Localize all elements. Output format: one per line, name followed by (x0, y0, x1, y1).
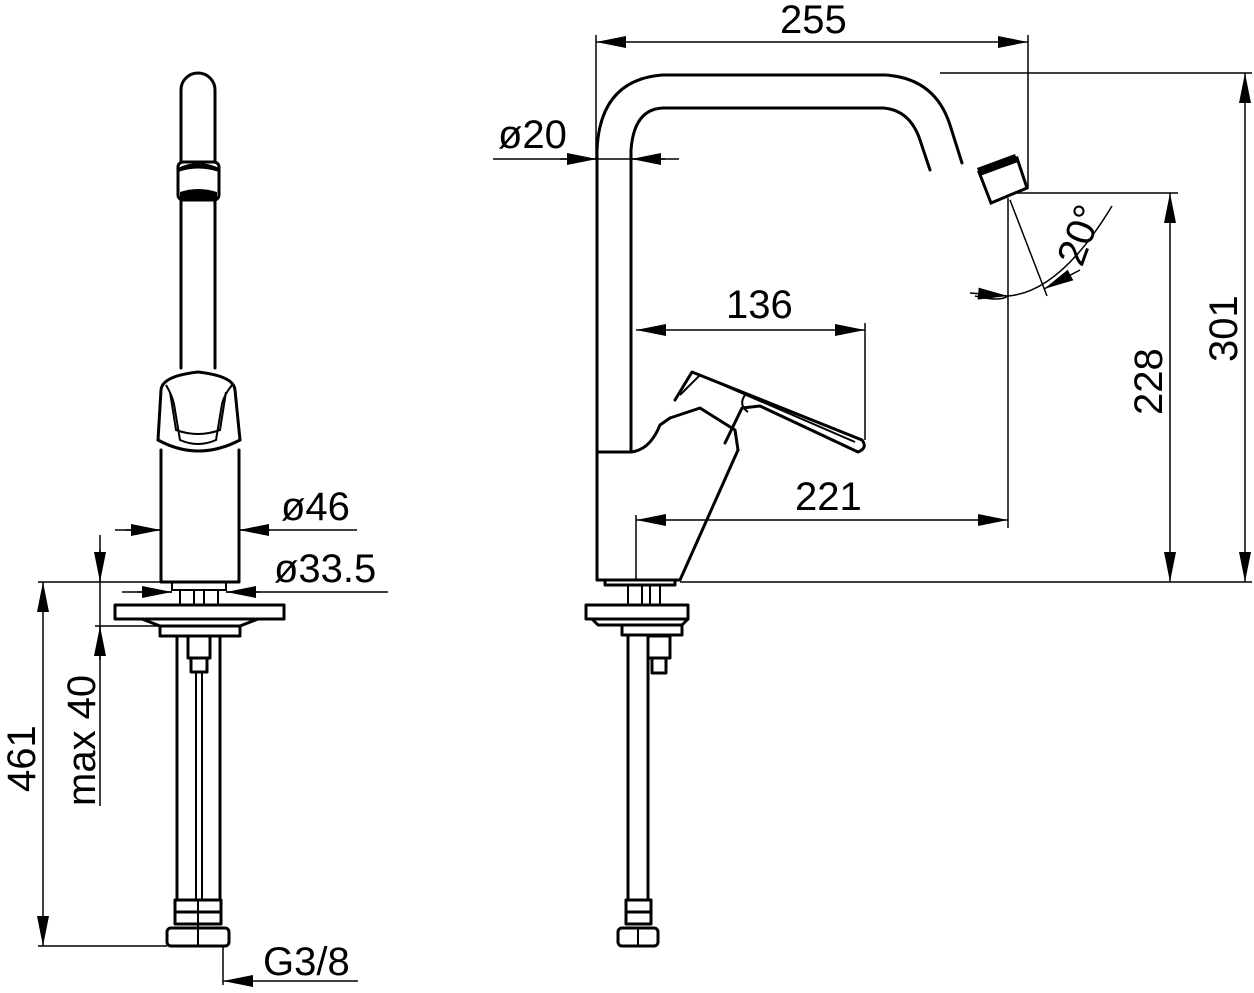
side-spout-tube (595, 73, 964, 457)
front-lever-handle (156, 370, 242, 453)
label-max-counter-thickness: max 40 (60, 675, 104, 806)
side-aerator (977, 154, 1029, 205)
label-shank-diameter: ø33.5 (274, 547, 376, 591)
front-mounting-plate (113, 603, 286, 638)
front-aerator (176, 160, 221, 202)
dimension-total-height: 301 (680, 72, 1252, 583)
side-spout-inner (629, 106, 932, 452)
front-shank (171, 581, 227, 606)
side-hose (616, 633, 672, 948)
label-outlet-angle: 20° (1049, 199, 1111, 271)
dimension-lever-reach: 136 (636, 283, 866, 440)
side-view: 255 ø20 136 221 20° (493, 0, 1252, 948)
label-lever-reach: 136 (726, 283, 793, 327)
dimension-outlet-reach: 221 (635, 198, 1009, 580)
dimension-shank-diameter: ø33.5 (122, 547, 388, 598)
front-spout-tube (179, 71, 217, 370)
dimension-hose-length: 461 (0, 581, 167, 947)
side-body (595, 416, 740, 582)
dimension-max-counter-thickness: max 40 (60, 535, 160, 806)
label-spout-reach: 255 (780, 0, 847, 42)
front-view: ø46 ø33.5 max 40 461 G3/8 (0, 71, 388, 987)
label-connection-thread: G3/8 (263, 940, 350, 984)
label-body-diameter: ø46 (281, 485, 350, 529)
dimension-outlet-height: 228 (1017, 192, 1178, 582)
front-body (159, 448, 241, 584)
dimension-spout-tube-diameter: ø20 (493, 113, 679, 165)
label-outlet-reach: 221 (795, 475, 862, 519)
dimension-connection-thread: G3/8 (222, 940, 358, 987)
dimension-spout-reach: 255 (595, 0, 1029, 188)
side-base (584, 578, 690, 637)
side-lever-handle (668, 370, 866, 454)
label-outlet-height: 228 (1127, 348, 1171, 415)
dimension-body-diameter: ø46 (115, 485, 357, 536)
label-hose-length: 461 (0, 725, 44, 792)
front-hoses (165, 634, 231, 948)
label-total-height: 301 (1202, 295, 1246, 362)
label-spout-tube-diameter: ø20 (498, 113, 567, 157)
dimension-outlet-angle: 20° (969, 199, 1113, 300)
